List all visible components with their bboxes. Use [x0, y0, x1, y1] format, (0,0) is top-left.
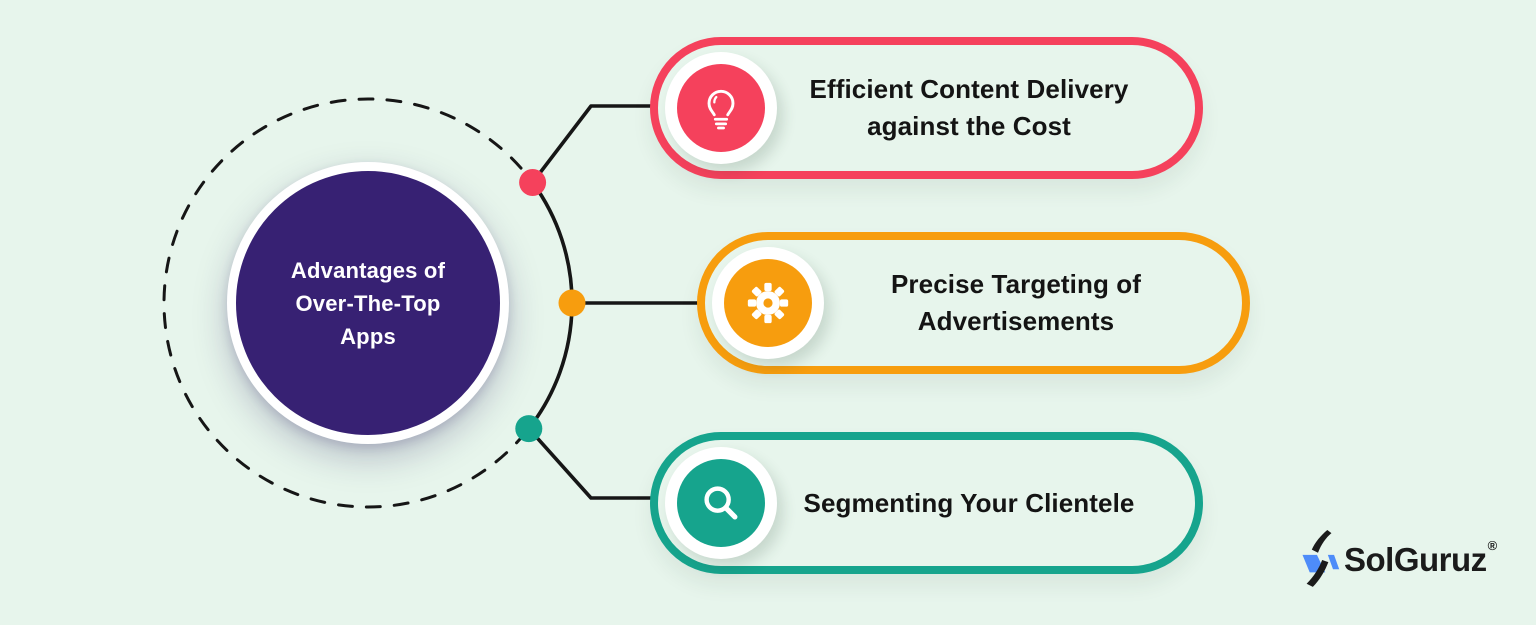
advantage-card-precise-targeting: Precise Targeting of Advertisements: [697, 232, 1250, 374]
brand-logo: SolGuruz ®: [1296, 529, 1497, 591]
brand-name: SolGuruz: [1344, 541, 1487, 578]
center-topic-circle: Advantages of Over-The-Top Apps: [227, 162, 509, 444]
card-title: Precise Targeting of Advertisements: [824, 266, 1242, 340]
card-title: Segmenting Your Clientele: [777, 485, 1195, 522]
node-dot-2: [558, 289, 586, 317]
card-title-line: Precise Targeting of: [890, 269, 1142, 299]
center-title-line: Apps: [340, 323, 396, 349]
node-dot-1: [519, 169, 547, 196]
search-icon: [677, 459, 765, 547]
card-icon-badge: [712, 247, 824, 359]
gear-icon: [724, 259, 812, 347]
center-title-line: Advantages of: [290, 257, 446, 283]
advantage-card-content-delivery: Efficient Content Delivery against the C…: [650, 37, 1203, 179]
card-icon-badge: [665, 447, 777, 559]
registered-trademark-symbol: ®: [1487, 538, 1498, 553]
card-title-line: Efficient Content Delivery: [809, 74, 1129, 104]
center-title-line: Over-The-Top: [295, 290, 441, 316]
node-dot-3: [515, 415, 543, 443]
connector-line-1: [531, 104, 656, 184]
card-icon-badge: [665, 52, 777, 164]
connector-line-3: [527, 427, 656, 500]
card-title-line: against the Cost: [867, 111, 1071, 141]
lightbulb-icon: [677, 64, 765, 152]
card-title-line: Advertisements: [917, 306, 1115, 336]
card-title: Efficient Content Delivery against the C…: [777, 71, 1195, 145]
card-title-line: Segmenting Your Clientele: [803, 487, 1135, 518]
advantage-card-segmenting-clientele: Segmenting Your Clientele: [650, 432, 1203, 574]
solid-orbit-arc: [527, 181, 574, 430]
solguruz-logo-mark: [1302, 530, 1340, 587]
